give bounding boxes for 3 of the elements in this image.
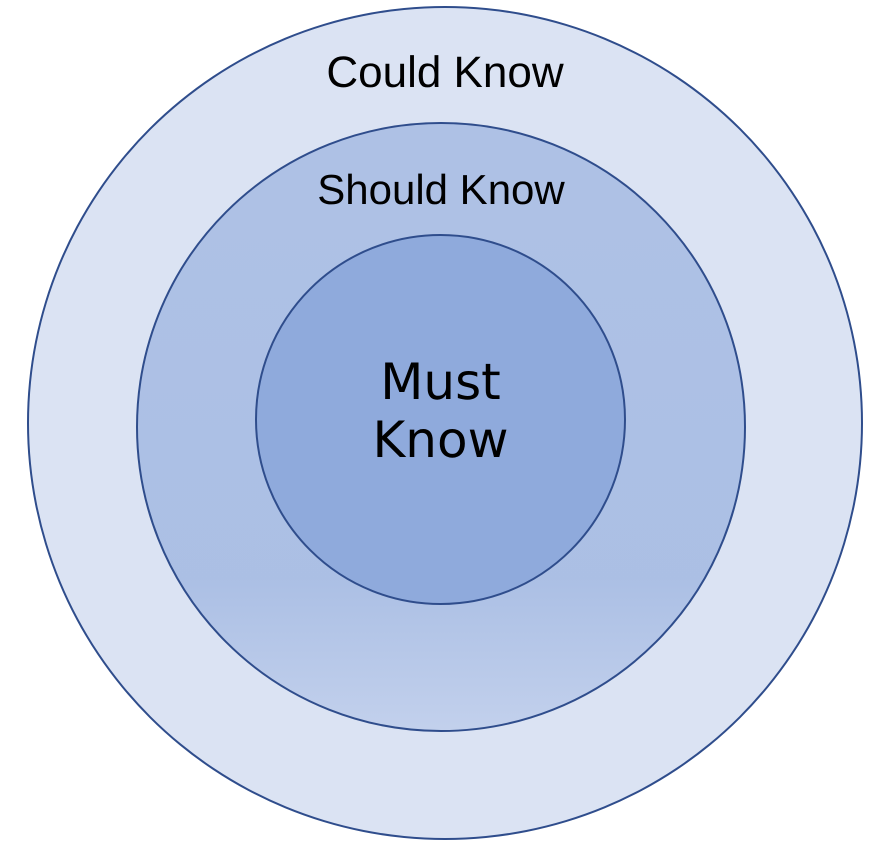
circle-label: Must Know <box>372 354 510 469</box>
circle-label: Should Know <box>316 166 566 214</box>
circle-label: Could Know <box>325 48 565 99</box>
